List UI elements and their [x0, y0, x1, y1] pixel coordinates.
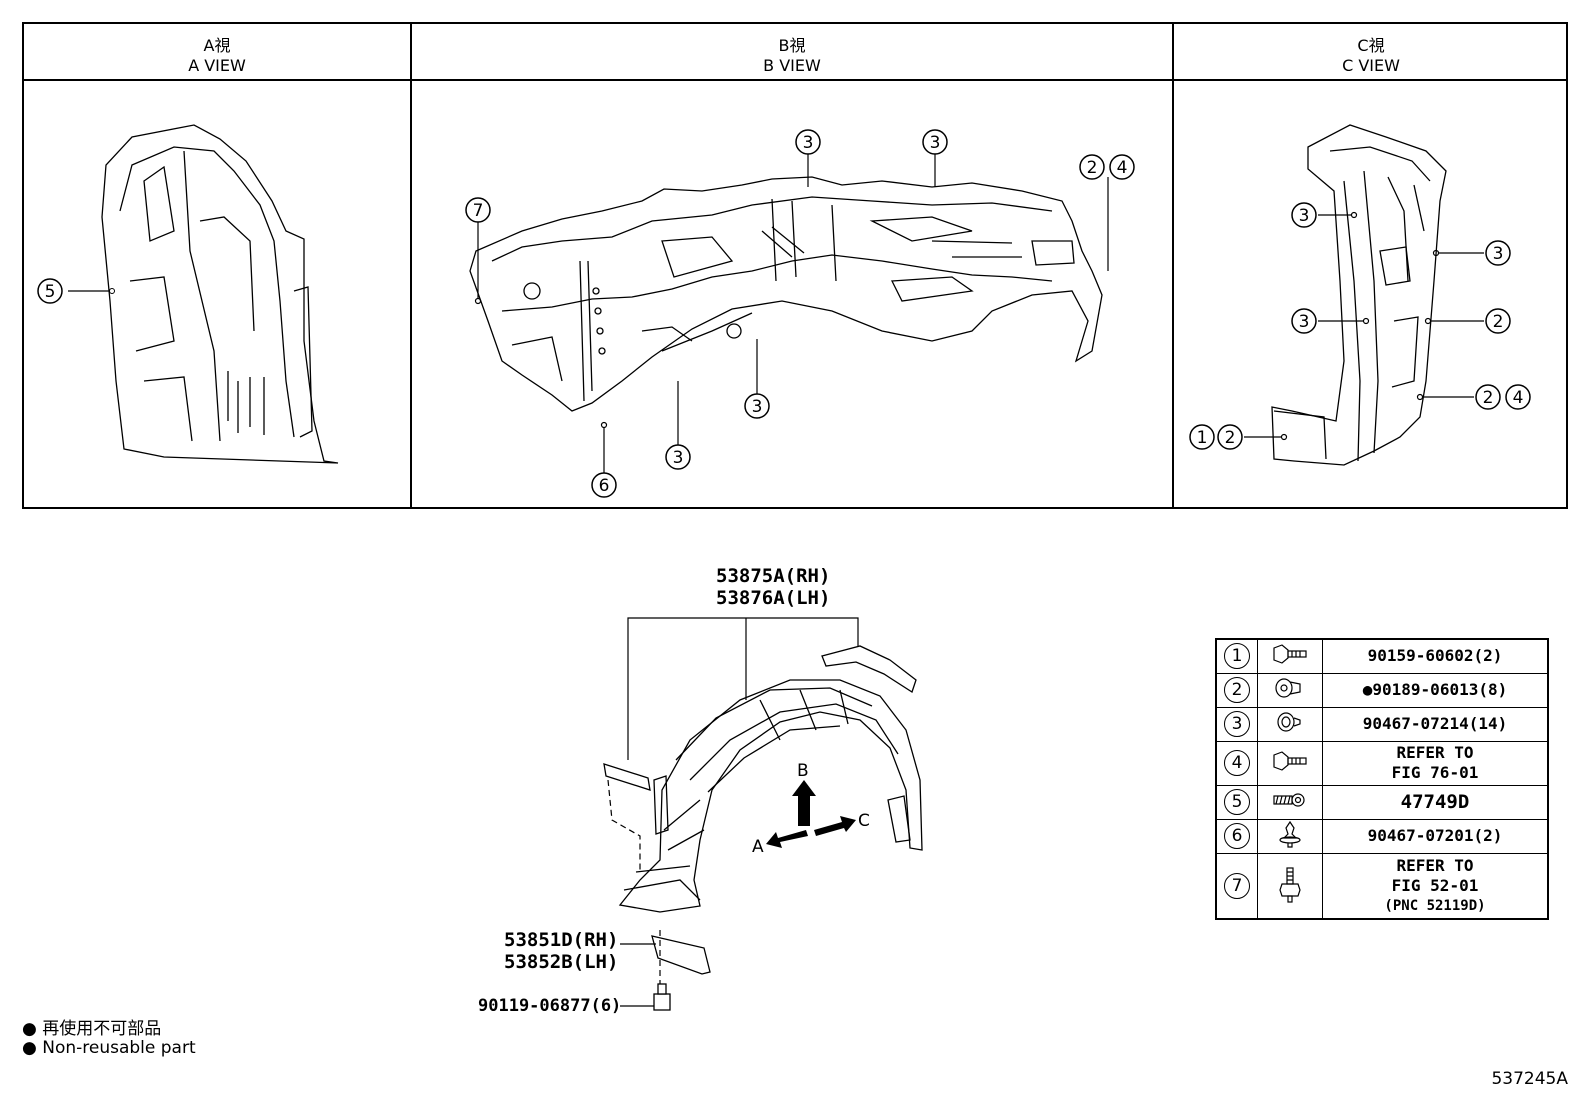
view-c-callout-2a: 2: [1493, 312, 1504, 332]
view-a-body: 5: [24, 81, 410, 509]
view-c-header: C視 C VIEW: [1174, 24, 1568, 81]
view-a-callout-circle: [37, 278, 63, 304]
view-c-callout-3c: 3: [1299, 312, 1310, 332]
figure-id: 537245A: [1491, 1069, 1568, 1089]
bolt-icon: [1257, 638, 1323, 674]
legend-part-line2: FIG 52-01: [1391, 875, 1479, 895]
legend-num: 2: [1224, 677, 1250, 703]
note-en: ● Non-reusable part: [22, 1038, 196, 1058]
legend-part-line1: REFER TO: [1396, 743, 1474, 762]
direction-a-label: A: [752, 837, 764, 857]
legend-row: 3 90467-07214(14): [1215, 706, 1549, 742]
legend-part-line3: (PNC 52119D): [1384, 897, 1486, 914]
legend-num: 3: [1224, 711, 1250, 737]
liner-rh-label: 53875A(RH): [716, 565, 831, 587]
direction-b-label: B: [797, 761, 809, 781]
clip-icon: [1257, 706, 1323, 742]
legend-part: 47749D: [1322, 784, 1549, 820]
view-a-callout-5: 5: [45, 282, 56, 302]
views-panel: A視 A VIEW 5: [22, 22, 1568, 509]
view-c-callout-4: 4: [1513, 388, 1524, 408]
view-c-callout-3b: 3: [1493, 244, 1504, 264]
view-b: B視 B VIEW: [410, 24, 1172, 507]
legend-num: 7: [1224, 872, 1250, 899]
fastener-legend-table: 1 90159-60602(2) 2 ●90189-06013(8) 3 904…: [1215, 638, 1549, 920]
view-c-callout-3a: 3: [1299, 206, 1310, 226]
view-b-title-jp: B視: [778, 36, 806, 55]
legend-part: 90159-60602(2): [1322, 638, 1549, 674]
liner-lh-label: 53876A(LH): [716, 587, 831, 609]
legend-part: 90467-07214(14): [1322, 706, 1549, 742]
view-c-title-jp: C視: [1357, 36, 1385, 55]
view-a-drawing: 5: [37, 124, 339, 464]
seal-rh-label: 53851D(RH): [504, 929, 619, 951]
legend-row: 2 ●90189-06013(8): [1215, 672, 1549, 708]
view-b-callout-3a: 3: [803, 133, 814, 153]
note-jp: ● 再使用不可部品: [22, 1019, 162, 1039]
view-a-title-jp: A視: [203, 36, 231, 55]
legend-num: 6: [1224, 823, 1250, 849]
legend-part-line2: FIG 76-01: [1391, 763, 1479, 782]
view-c-callout-2b: 2: [1483, 388, 1494, 408]
bolt-icon: [1257, 740, 1323, 786]
view-c-callout-2c: 2: [1225, 428, 1236, 448]
legend-row: 6 90467-07201(2): [1215, 818, 1549, 854]
view-b-body: 7 3 3 2 4 3 3 6: [412, 81, 1172, 509]
view-c-drawing: 3 3 3 2 2 4 1 2: [1189, 124, 1531, 466]
view-b-callout-2: 2: [1087, 158, 1098, 178]
legend-num: 1: [1224, 643, 1250, 670]
view-a-title-en: A VIEW: [188, 56, 246, 75]
view-b-callout-3d: 3: [673, 448, 684, 468]
nut-icon: [1257, 672, 1323, 708]
view-a: A視 A VIEW 5: [24, 24, 410, 507]
direction-c-label: C: [858, 811, 870, 831]
legend-row: 1 90159-60602(2): [1215, 638, 1549, 674]
legend-part: 90467-07201(2): [1322, 818, 1549, 854]
view-b-title-en: B VIEW: [763, 56, 821, 75]
legend-num: 5: [1224, 789, 1250, 815]
view-c-callout-1: 1: [1197, 428, 1208, 448]
view-b-callout-4: 4: [1117, 158, 1128, 178]
push-clip-icon: [1257, 818, 1323, 854]
legend-part: ●90189-06013(8): [1322, 672, 1549, 708]
view-c-body: 3 3 3 2 2 4 1 2: [1174, 81, 1568, 509]
view-b-drawing: 7 3 3 2 4 3 3 6: [465, 129, 1135, 498]
seal-lh-label: 53852B(LH): [504, 951, 619, 973]
screw-icon: [1257, 784, 1323, 820]
view-c: C視 C VIEW: [1172, 24, 1568, 507]
legend-part-line1: REFER TO: [1396, 855, 1474, 875]
view-b-callout-7: 7: [473, 201, 484, 221]
view-b-callout-3c: 3: [752, 397, 763, 417]
bolt-label: 90119-06877(6): [478, 996, 622, 1016]
view-c-title-en: C VIEW: [1342, 56, 1400, 75]
legend-num: 4: [1224, 750, 1250, 776]
view-b-callout-3b: 3: [930, 133, 941, 153]
view-a-header: A視 A VIEW: [24, 24, 410, 81]
stud-bolt-icon: [1257, 852, 1323, 920]
view-b-callout-6: 6: [599, 476, 610, 496]
view-b-header: B視 B VIEW: [412, 24, 1172, 81]
legend-row: 5 47749D: [1215, 784, 1549, 820]
